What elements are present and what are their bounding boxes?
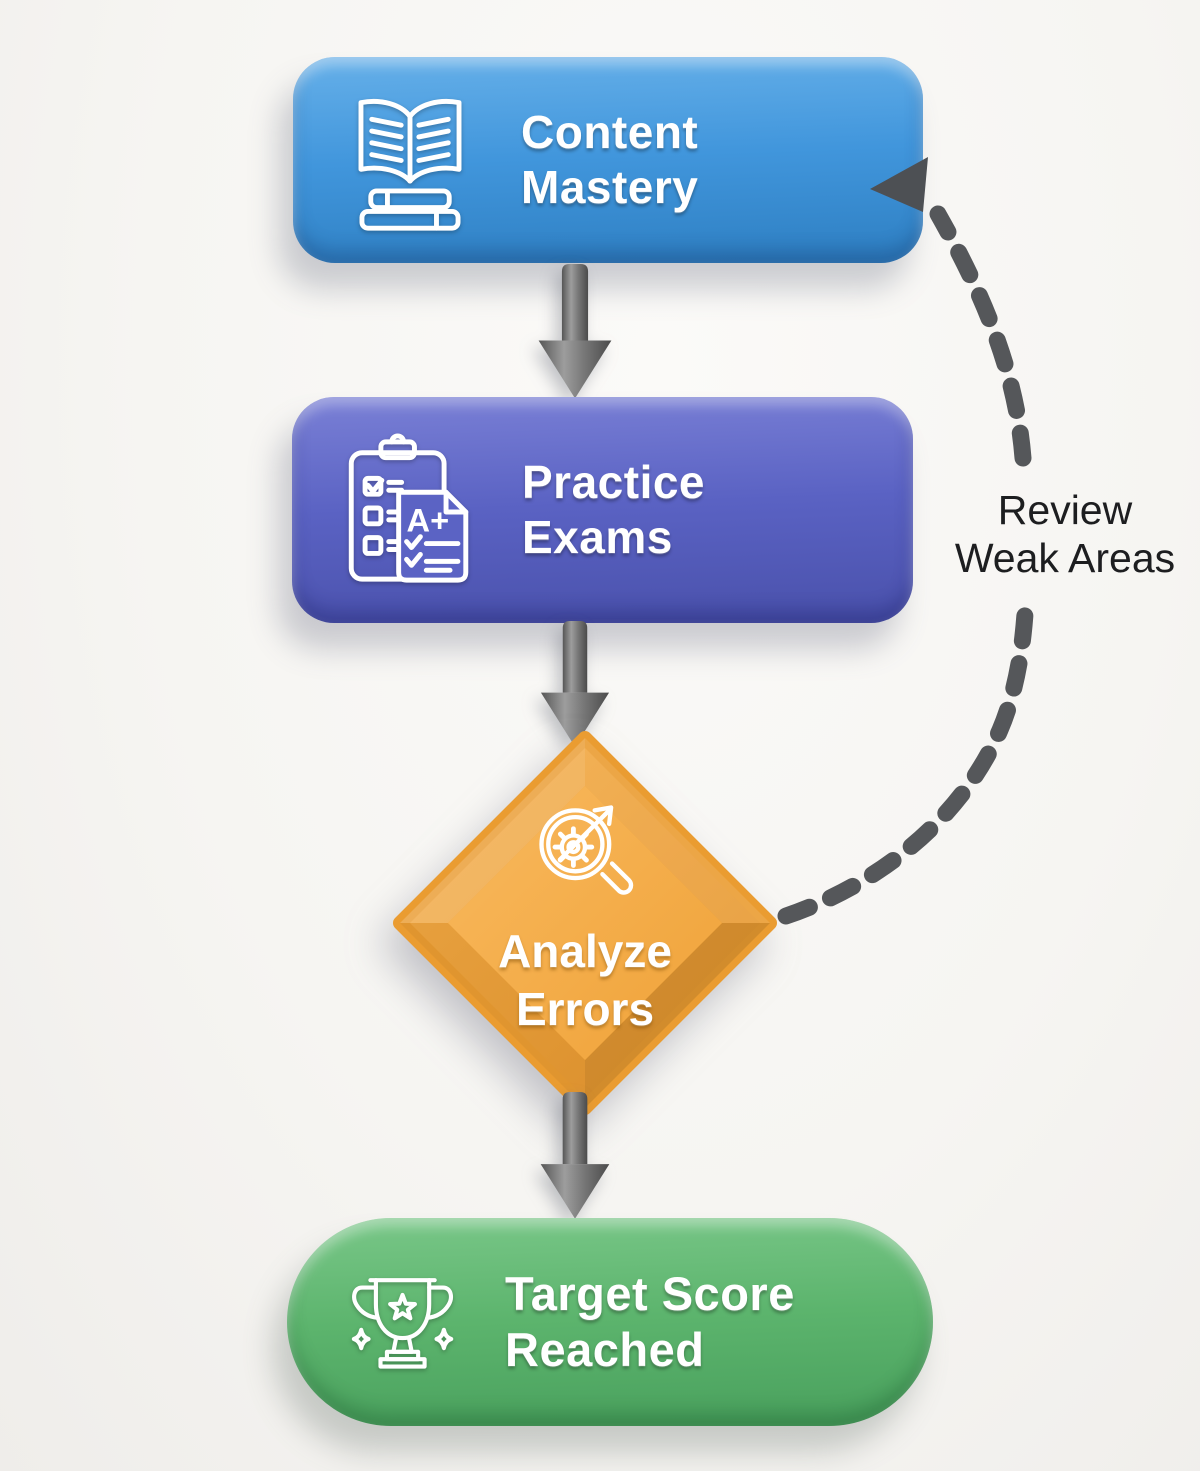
loop-label-line-1: Review — [997, 487, 1133, 533]
down-arrow-2 — [540, 621, 610, 747]
node-content-mastery: Content Mastery — [293, 57, 923, 263]
node-label: Content Mastery — [521, 105, 699, 213]
node-target-score-reached: Target Score Reached — [287, 1218, 933, 1426]
node-label: Target Score Reached — [505, 1266, 795, 1376]
down-arrow-3 — [540, 1092, 610, 1219]
node-practice-exams: A+ Practice Exams — [292, 397, 913, 623]
open-book-stack-icon — [343, 84, 477, 236]
diamond-content: Analyze Errors — [415, 792, 755, 1038]
icon-grade-text: A+ — [407, 503, 450, 539]
loop-label-line-2: Weak Areas — [954, 534, 1176, 581]
node-analyze-errors — [393, 731, 777, 1115]
magnifier-gear-icon — [527, 792, 643, 913]
trophy-icon — [341, 1260, 465, 1384]
down-arrow-1 — [538, 264, 612, 399]
node-label: Analyze Errors — [498, 925, 672, 1035]
node-label: Practice Exams — [522, 455, 706, 563]
clipboard-exam-icon: A+ — [336, 431, 486, 589]
loop-label: Review Weak Areas — [930, 487, 1200, 583]
